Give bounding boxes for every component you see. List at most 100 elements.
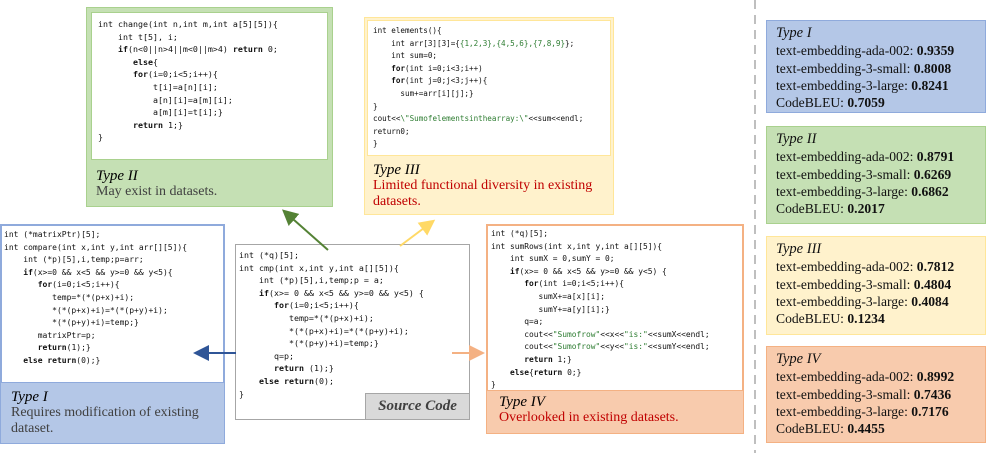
source-code-label-box: Source Code: [365, 393, 469, 419]
code-line: for(int i=0;i<3;i++): [391, 63, 483, 73]
code-line: }: [239, 388, 244, 399]
metric-label: text-embedding-ada-002:: [776, 259, 917, 275]
code-line: if(x>=0 && x<5 && y>=0 && y<5){: [23, 267, 173, 277]
type2-desc: May exist in datasets.: [96, 184, 218, 199]
code-line: int sum=0;: [373, 51, 438, 61]
metric-row: text-embedding-3-large: 0.6862: [776, 183, 976, 200]
metric-row: text-embedding-3-small: 0.6269: [776, 166, 976, 183]
code-line: a[n][i]=a[m][i];: [98, 94, 233, 105]
metric-value: 0.8008: [913, 60, 952, 76]
code-line: int sumX = 0,sumY = 0;: [491, 254, 615, 264]
type3-caption: Type III Limited functional diversity in…: [373, 162, 592, 210]
code-line: if(x>= 0 && x<5 && y>=0 && y<5) {: [258, 287, 424, 298]
code-line: *(*(p+x)+i)=*(*(p+y)+i);: [4, 305, 168, 315]
type3-desc-line1: Limited functional diversity in existing: [373, 178, 593, 193]
metric-label: text-embedding-3-small:: [776, 276, 914, 292]
type4-desc: Overlooked in existing datasets.: [499, 410, 679, 425]
code-line: *(*(p+x)+i)=*(*(p+y)+i);: [239, 325, 409, 336]
code-line: cout<<"Sumofrow"<<y<<"is:"<<sumY<<endl;: [491, 342, 710, 352]
code-line: for(int j=0;j<3;j++){: [391, 76, 488, 86]
metric-label: text-embedding-ada-002:: [776, 369, 917, 385]
metric-value: 0.4804: [913, 276, 952, 292]
arrow-to-type2: [282, 209, 329, 251]
metric-value: 0.7059: [847, 95, 885, 111]
code-line: int arr[3][3]={{1,2,3},{4,5,6},{7,8,9}};: [373, 38, 575, 48]
metric-label: text-embedding-3-small:: [776, 166, 914, 182]
metrics-type4-title: Type IV: [776, 351, 821, 367]
metric-label: text-embedding-3-small:: [776, 60, 914, 76]
code-line: int t[5], i;: [98, 31, 178, 42]
metric-row: CodeBLEU: 0.1234: [776, 310, 976, 327]
metric-label: text-embedding-3-large:: [776, 293, 912, 309]
code-line: int (*q)[5];: [491, 229, 549, 238]
type1-code: int (*matrixPtr)[5]; int compare(int x,in…: [1, 225, 224, 383]
type3-panel: int elements(){ int arr[3][3]={{1,2,3},{…: [364, 17, 614, 215]
type2-title: Type II: [96, 168, 138, 184]
type4-code: int (*q)[5]; int sumRows(int x,int y,int …: [487, 225, 743, 391]
metric-label: CodeBLEU:: [776, 95, 848, 111]
metrics-type4: Type IV text-embedding-ada-002: 0.8992 t…: [766, 346, 986, 443]
code-line: matrixPtr=p;: [4, 330, 96, 340]
metric-label: text-embedding-ada-002:: [776, 43, 917, 59]
arrow-to-type3: [399, 219, 436, 247]
source-code: int (*q)[5];int cmp(int x,int y,int a[][…: [239, 249, 424, 400]
code-line: else{: [132, 56, 158, 67]
type2-caption: Type II May exist in datasets.: [96, 168, 217, 200]
metrics-type2: Type II text-embedding-ada-002: 0.8791 t…: [766, 126, 986, 224]
metric-value: 0.2017: [847, 201, 885, 217]
type1-desc-line1: Requires modification of existing: [11, 405, 199, 420]
type2-panel: int change(int n,int m,int a[5][5]){ int…: [86, 7, 333, 207]
metric-row: text-embedding-3-small: 0.8008: [776, 60, 976, 77]
metric-label: text-embedding-3-large:: [776, 77, 912, 93]
metric-label: CodeBLEU:: [776, 421, 848, 437]
code-line: int change(int n,int m,int a[5][5]){: [98, 19, 278, 29]
metric-row: CodeBLEU: 0.2017: [776, 200, 976, 217]
code-line: int (*p)[5],i,temp;p = a;: [239, 275, 384, 286]
metrics-type1: Type I text-embedding-ada-002: 0.9359 te…: [766, 20, 986, 113]
metric-label: CodeBLEU:: [776, 201, 848, 217]
code-line: return 1;}: [132, 119, 183, 130]
metric-value: 0.4455: [847, 421, 885, 437]
type4-title: Type IV: [499, 394, 545, 410]
metric-row: text-embedding-3-large: 0.7176: [776, 403, 976, 420]
type3-title: Type III: [373, 162, 420, 178]
metric-row: text-embedding-ada-002: 0.9359: [776, 42, 976, 59]
code-line: sumY+=a[y][i];}: [491, 304, 610, 314]
metric-label: CodeBLEU:: [776, 311, 848, 327]
code-line: }: [373, 139, 378, 149]
code-line: int (*matrixPtr)[5];: [4, 230, 101, 239]
type1-panel: int (*matrixPtr)[5]; int compare(int x,in…: [0, 224, 225, 444]
code-line: int cmp(int x,int y,int a[][5]){: [239, 262, 399, 273]
metric-value: 0.7176: [911, 403, 949, 419]
type1-desc-line2: dataset.: [11, 421, 54, 436]
code-line: q=p;: [239, 350, 294, 361]
code-line: int sumRows(int x,int y,int a[][5]){: [491, 241, 663, 251]
code-line: for(i=0;i<5;i++){: [37, 280, 120, 290]
metric-row: text-embedding-3-large: 0.4084: [776, 293, 976, 310]
source-code-title: Source Code: [378, 398, 457, 414]
metrics-type2-title: Type II: [776, 131, 817, 147]
type4-caption: Type IV Overlooked in existing datasets.: [499, 394, 679, 426]
code-line: temp=*(*(p+x)+i);: [4, 292, 135, 302]
type4-panel: int (*q)[5]; int sumRows(int x,int y,int …: [486, 224, 744, 434]
metric-row: text-embedding-3-small: 0.4804: [776, 276, 976, 293]
metric-row: CodeBLEU: 0.4455: [776, 420, 976, 437]
metric-row: text-embedding-ada-002: 0.8791: [776, 148, 976, 165]
code-line: sum+=arr[i][j];}: [373, 88, 474, 98]
metric-row: text-embedding-ada-002: 0.8992: [776, 368, 976, 385]
metric-value: 0.8992: [916, 369, 955, 385]
metric-value: 0.6269: [913, 166, 952, 182]
metric-value: 0.4084: [911, 293, 949, 309]
metric-value: 0.7812: [916, 259, 955, 275]
code-line: int compare(int x,int y,int arr[][5]){: [4, 242, 188, 252]
code-line: return 1;}: [524, 354, 572, 364]
metric-value: 0.8791: [916, 149, 955, 165]
metric-value: 0.6862: [911, 183, 949, 199]
metric-row: text-embedding-3-large: 0.8241: [776, 77, 976, 94]
metrics-type3: Type III text-embedding-ada-002: 0.7812 …: [766, 236, 986, 335]
code-line: }: [98, 132, 103, 143]
code-line: for(i=0;i<5;i++){: [273, 300, 359, 311]
metric-value: 0.9359: [916, 43, 955, 59]
type3-code: int elements(){ int arr[3][3]={{1,2,3},{…: [367, 20, 611, 156]
